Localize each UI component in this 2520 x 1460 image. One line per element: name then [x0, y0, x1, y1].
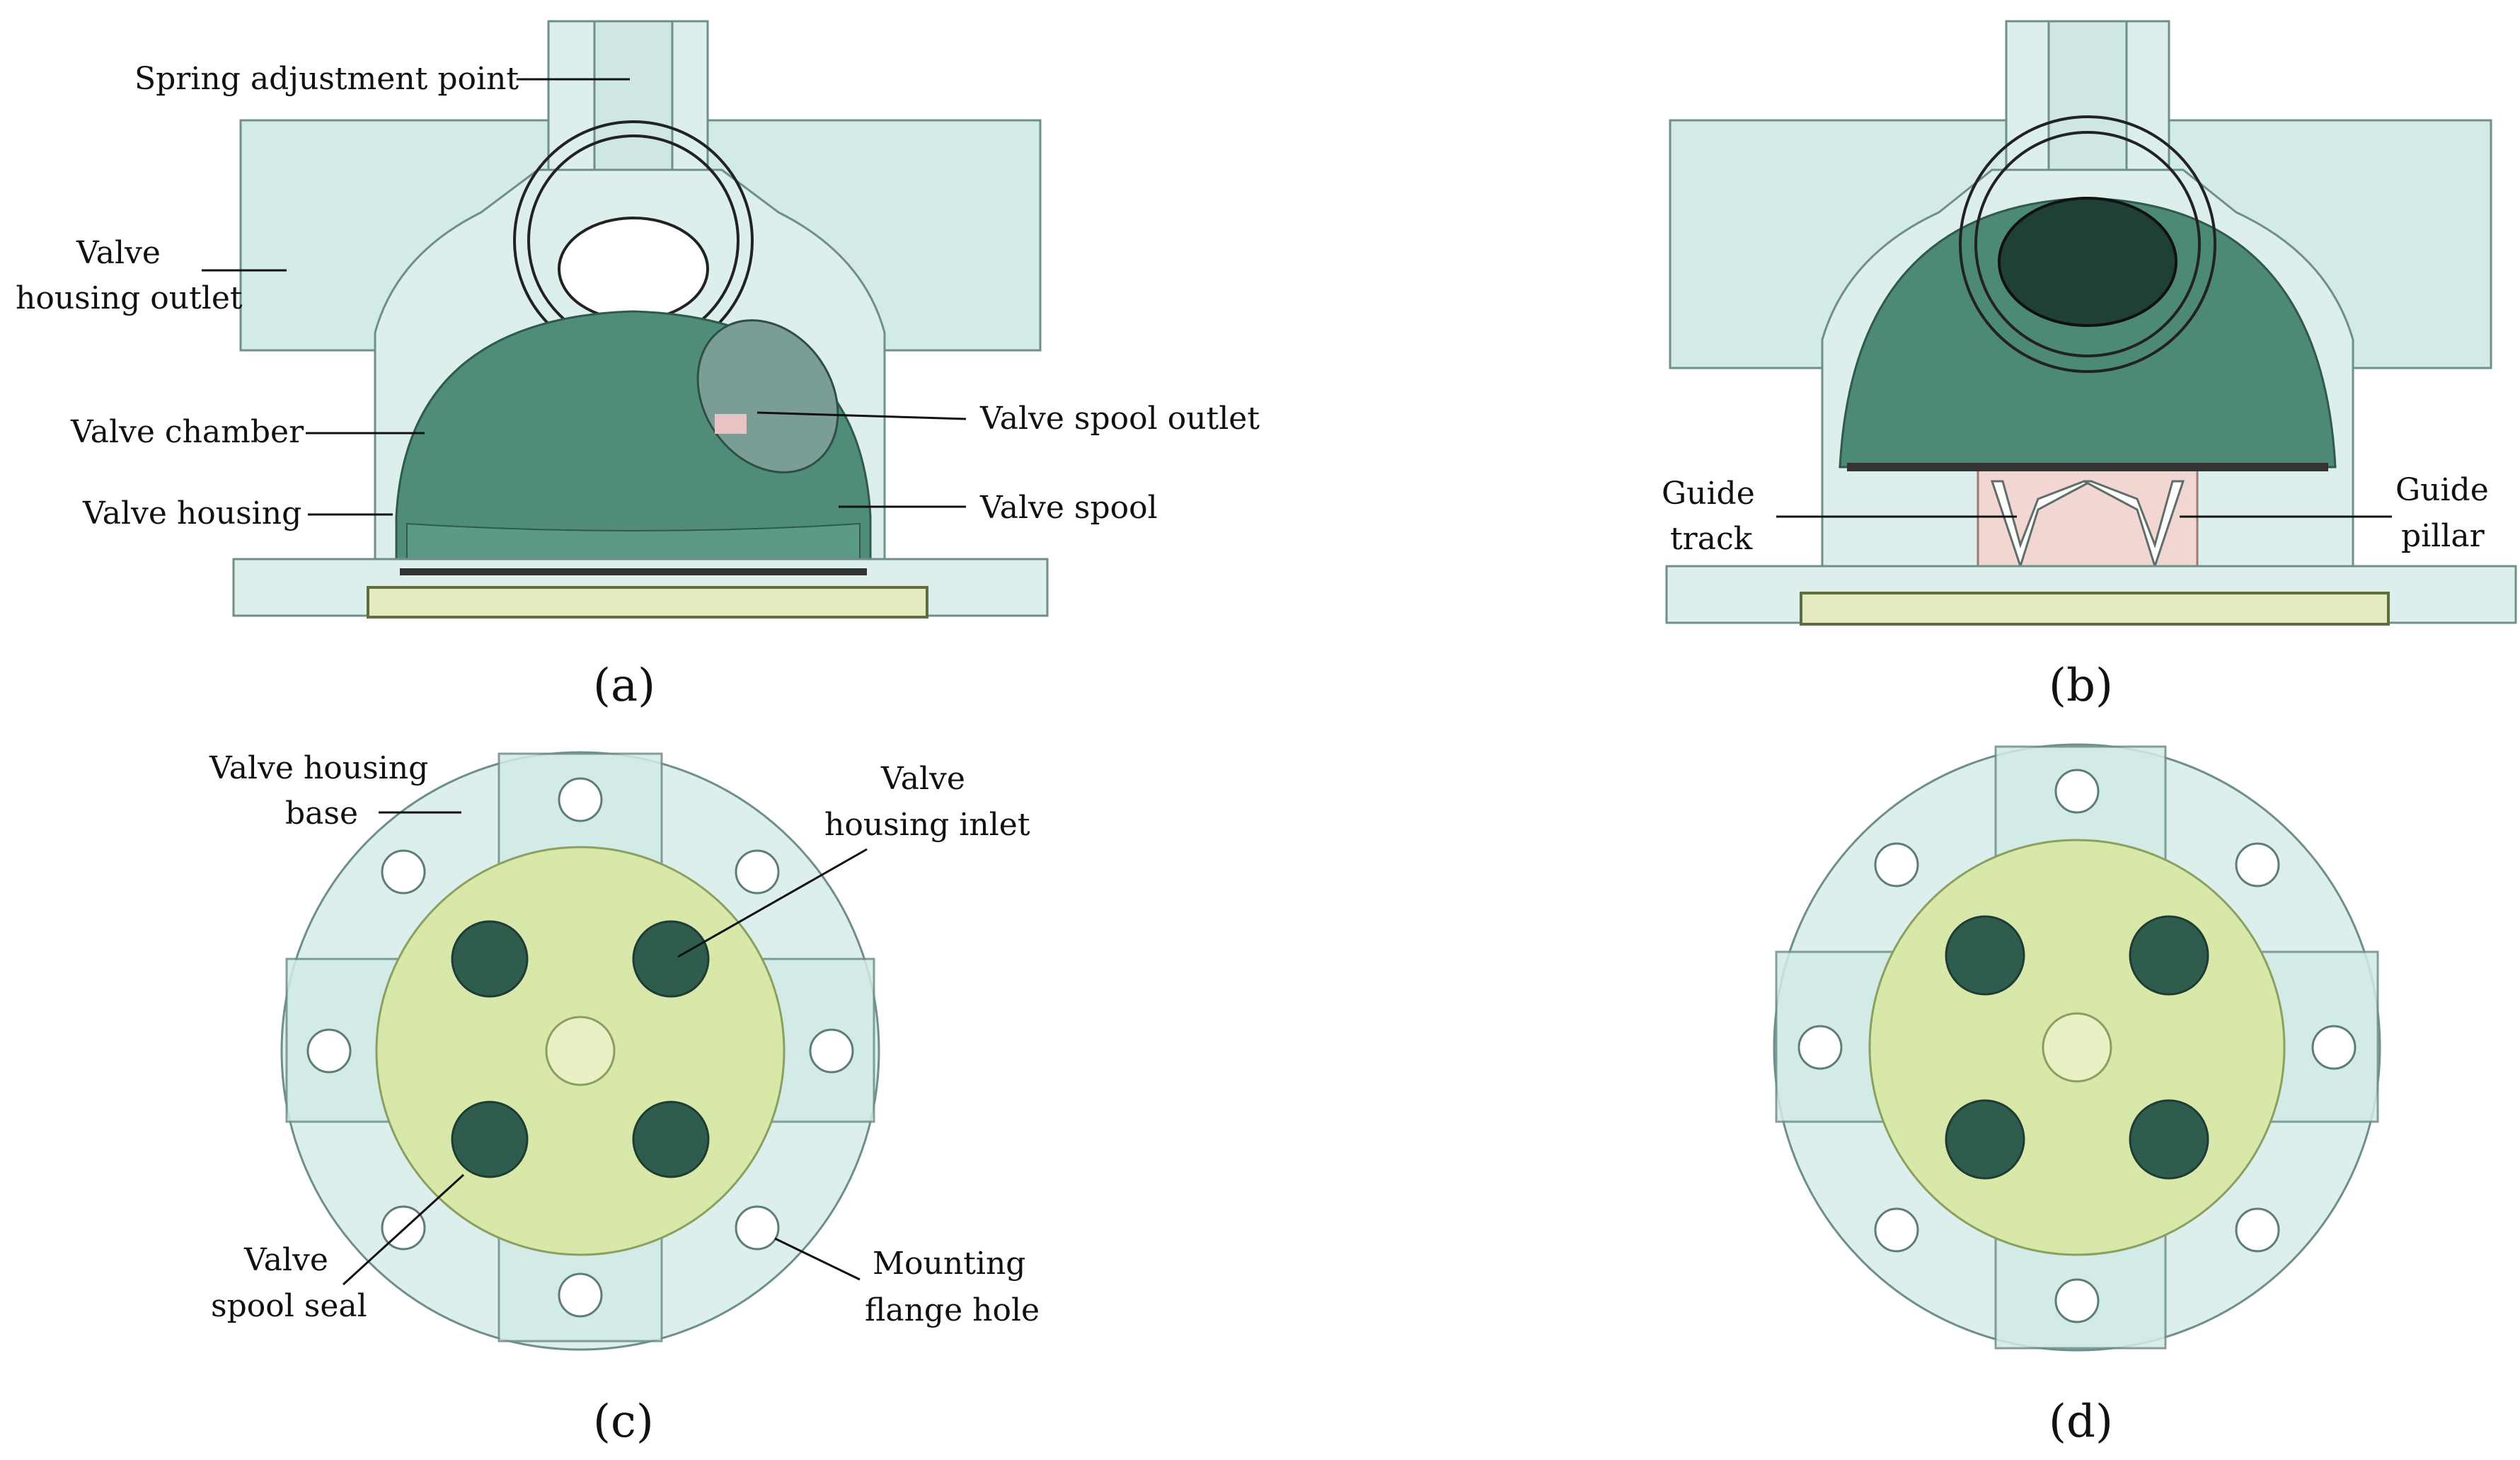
label-guide-pillar-2: pillar: [2401, 518, 2485, 554]
label-valve-spool-outlet: Valve spool outlet: [979, 401, 1260, 437]
label-valve-housing: Valve housing: [82, 495, 301, 531]
mounting-flange-hole: [1874, 1207, 1919, 1253]
label-valve-spool-seal-1: Valve: [243, 1242, 328, 1278]
valve-housing-inlet: [451, 1100, 529, 1178]
mounting-flange-hole: [735, 1205, 780, 1251]
label-mounting-flange-hole-2: flange hole: [865, 1292, 1040, 1328]
label-valve-spool-seal-2: spool seal: [211, 1288, 367, 1324]
spool-top-opening: [558, 217, 709, 321]
label-valve-housing-base-2: base: [285, 795, 358, 832]
mounting-flange-hole: [1874, 842, 1919, 887]
caption-d: (d): [2049, 1396, 2113, 1448]
caption-b: (b): [2049, 660, 2113, 712]
spool-top-opening-b: [1998, 197, 2177, 327]
mounting-flange-hole: [2054, 769, 2100, 814]
panel-c: Valve housing base Valve housing inlet V…: [209, 750, 1040, 1448]
mounting-flange-hole: [2311, 1025, 2357, 1070]
mounting-flange-hole: [381, 849, 426, 895]
label-valve-housing-outlet-2: housing outlet: [16, 280, 243, 316]
label-valve-housing-inlet-1: Valve: [880, 761, 965, 797]
valve-housing-inlet: [632, 1100, 710, 1178]
valve-housing-inlet: [451, 920, 529, 998]
panel-d: (d): [1773, 743, 2381, 1448]
label-guide-track-1: Guide: [1662, 476, 1755, 512]
label-valve-spool: Valve spool: [979, 490, 1158, 526]
mounting-flange-hole: [306, 1028, 352, 1074]
spring-ring-b: [1959, 115, 2216, 373]
mounting-flange-hole: [558, 1272, 603, 1318]
center-boss-d: [2042, 1012, 2112, 1083]
caption-c: (c): [593, 1396, 654, 1448]
mounting-flange-hole: [735, 849, 780, 895]
label-guide-pillar-1: Guide: [2395, 472, 2489, 508]
valve-housing-inlet: [2129, 915, 2209, 996]
seal-plate-b: [1800, 592, 2390, 626]
caption-a: (a): [593, 660, 655, 712]
guide-track-right: [2083, 480, 2185, 570]
valve-housing-inlet: [632, 920, 710, 998]
panel-b: Guide track Guide pillar (b): [1662, 20, 2517, 712]
label-valve-chamber: Valve chamber: [70, 414, 304, 450]
label-mounting-flange-hole-1: Mounting: [873, 1246, 1025, 1282]
label-guide-track-2: track: [1670, 521, 1753, 557]
mounting-flange-hole: [2235, 842, 2280, 887]
label-valve-housing-inlet-2: housing inlet: [824, 807, 1030, 843]
valve-housing-inlet: [2129, 1099, 2209, 1180]
mounting-flange-hole: [809, 1028, 854, 1074]
valve-housing-inlet: [1945, 915, 2025, 996]
label-valve-housing-outlet-1: Valve: [76, 235, 161, 271]
label-spring-adjustment-point: Spring adjustment point: [134, 61, 519, 97]
mounting-flange-hole: [2235, 1207, 2280, 1253]
seal-plate-a: [367, 586, 928, 619]
mounting-flange-hole: [558, 777, 603, 822]
label-valve-housing-base-1: Valve housing: [209, 750, 428, 786]
panel-a: Spring adjustment point Valve housing ou…: [16, 20, 1260, 712]
center-boss: [545, 1016, 616, 1086]
mounting-flange-hole: [2054, 1278, 2100, 1323]
mounting-flange-hole: [1797, 1025, 1843, 1070]
valve-housing-inlet: [1945, 1099, 2025, 1180]
